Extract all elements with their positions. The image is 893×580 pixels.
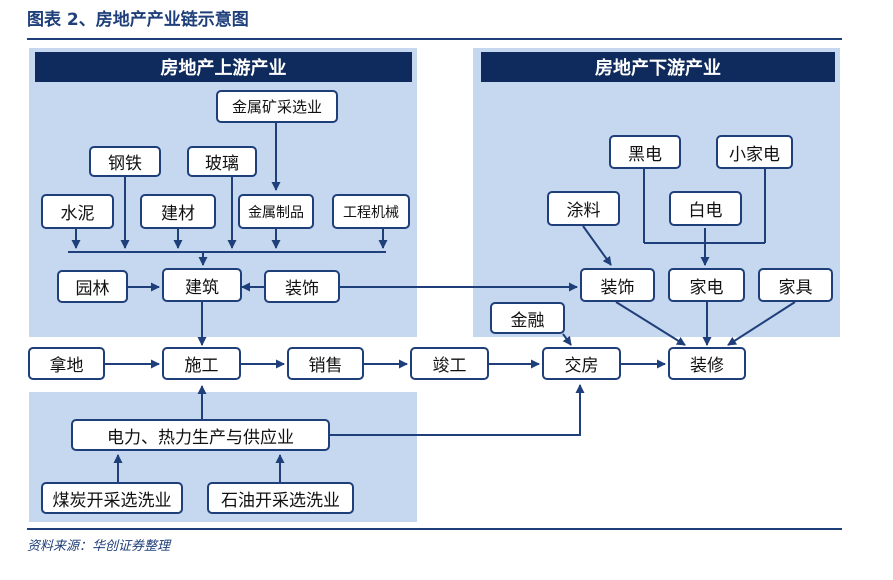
node-handover[interactable]: 交房 xyxy=(542,347,621,380)
node-metal-ore-mining[interactable]: 金属矿采选业 xyxy=(216,90,338,123)
node-completion[interactable]: 竣工 xyxy=(410,347,489,380)
node-decoration-downstream[interactable]: 装饰 xyxy=(580,268,655,302)
node-decoration-upstream[interactable]: 装饰 xyxy=(264,270,340,303)
node-glass[interactable]: 玻璃 xyxy=(187,146,257,177)
node-landscaping[interactable]: 园林 xyxy=(57,270,128,303)
node-black-appliances[interactable]: 黑电 xyxy=(609,135,681,169)
node-small-appliances[interactable]: 小家电 xyxy=(716,135,793,169)
node-metal-products[interactable]: 金属制品 xyxy=(238,194,314,229)
source-note: 资料来源：华创证券整理 xyxy=(27,539,171,554)
downstream-header: 房地产下游产业 xyxy=(481,52,835,82)
node-steel[interactable]: 钢铁 xyxy=(89,146,161,177)
figure-title: 图表 2、房地产产业链示意图 xyxy=(27,10,249,30)
node-oil-extraction[interactable]: 石油开采选洗业 xyxy=(207,482,354,514)
node-engineering-machinery[interactable]: 工程机械 xyxy=(332,194,410,229)
node-coatings[interactable]: 涂料 xyxy=(547,191,620,226)
node-home-appliances[interactable]: 家电 xyxy=(668,268,745,302)
upstream-header: 房地产上游产业 xyxy=(35,52,412,82)
node-power-heat-supply[interactable]: 电力、热力生产与供应业 xyxy=(71,419,330,451)
node-white-appliances[interactable]: 白电 xyxy=(669,191,742,226)
node-furniture[interactable]: 家具 xyxy=(758,268,833,302)
node-sales[interactable]: 销售 xyxy=(287,347,364,380)
top-rule xyxy=(27,38,842,40)
node-renovation[interactable]: 装修 xyxy=(668,347,746,380)
node-finance[interactable]: 金融 xyxy=(490,302,565,334)
bottom-rule xyxy=(27,528,842,530)
node-cement[interactable]: 水泥 xyxy=(41,194,114,229)
node-building-works[interactable]: 施工 xyxy=(162,347,241,380)
node-building-materials[interactable]: 建材 xyxy=(140,194,216,229)
node-construction[interactable]: 建筑 xyxy=(162,268,242,302)
node-land-acquisition[interactable]: 拿地 xyxy=(28,347,105,380)
node-coal-mining[interactable]: 煤炭开采选洗业 xyxy=(41,482,183,514)
